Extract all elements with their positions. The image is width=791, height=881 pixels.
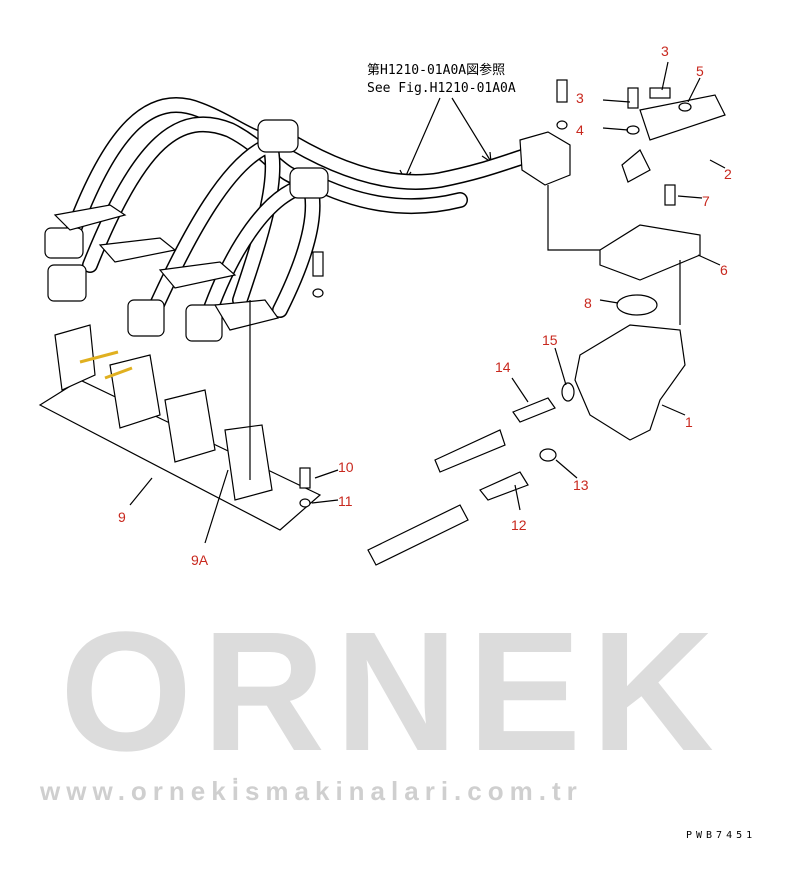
reference-text-jp: 第H1210-01A0A図参照 [367, 62, 505, 78]
watermark-url: www.orneki̇smakinalari.com.tr [39, 776, 583, 806]
label-7: 7 [702, 193, 710, 209]
label-2: 2 [724, 166, 732, 182]
bracket-9 [38, 324, 322, 531]
label-6: 6 [720, 262, 728, 278]
watermark-brand: ORNEK [60, 597, 724, 787]
part-labels: 3 3 5 4 2 7 6 8 15 14 1 10 11 13 12 9 9A [118, 43, 732, 568]
label-9: 9 [118, 509, 126, 525]
pipe-flanges [44, 119, 571, 342]
hydraulic-pipes [62, 97, 553, 333]
reference-text-en: See Fig.H1210-01A0A [367, 81, 516, 96]
label-9a: 9A [191, 552, 209, 568]
label-14: 14 [495, 359, 511, 375]
label-11: 11 [338, 493, 353, 509]
label-4: 4 [576, 122, 584, 138]
label-15: 15 [542, 332, 558, 348]
label-8: 8 [584, 295, 592, 311]
valve-assembly [249, 79, 726, 566]
label-13: 13 [573, 477, 589, 493]
drawing-code: PWB7451 [686, 830, 756, 841]
label-1: 1 [685, 414, 693, 430]
label-3a: 3 [661, 43, 669, 59]
leader-lines [129, 61, 726, 544]
label-3b: 3 [576, 90, 584, 106]
label-10: 10 [338, 459, 354, 475]
label-5: 5 [696, 63, 704, 79]
label-12: 12 [511, 517, 527, 533]
